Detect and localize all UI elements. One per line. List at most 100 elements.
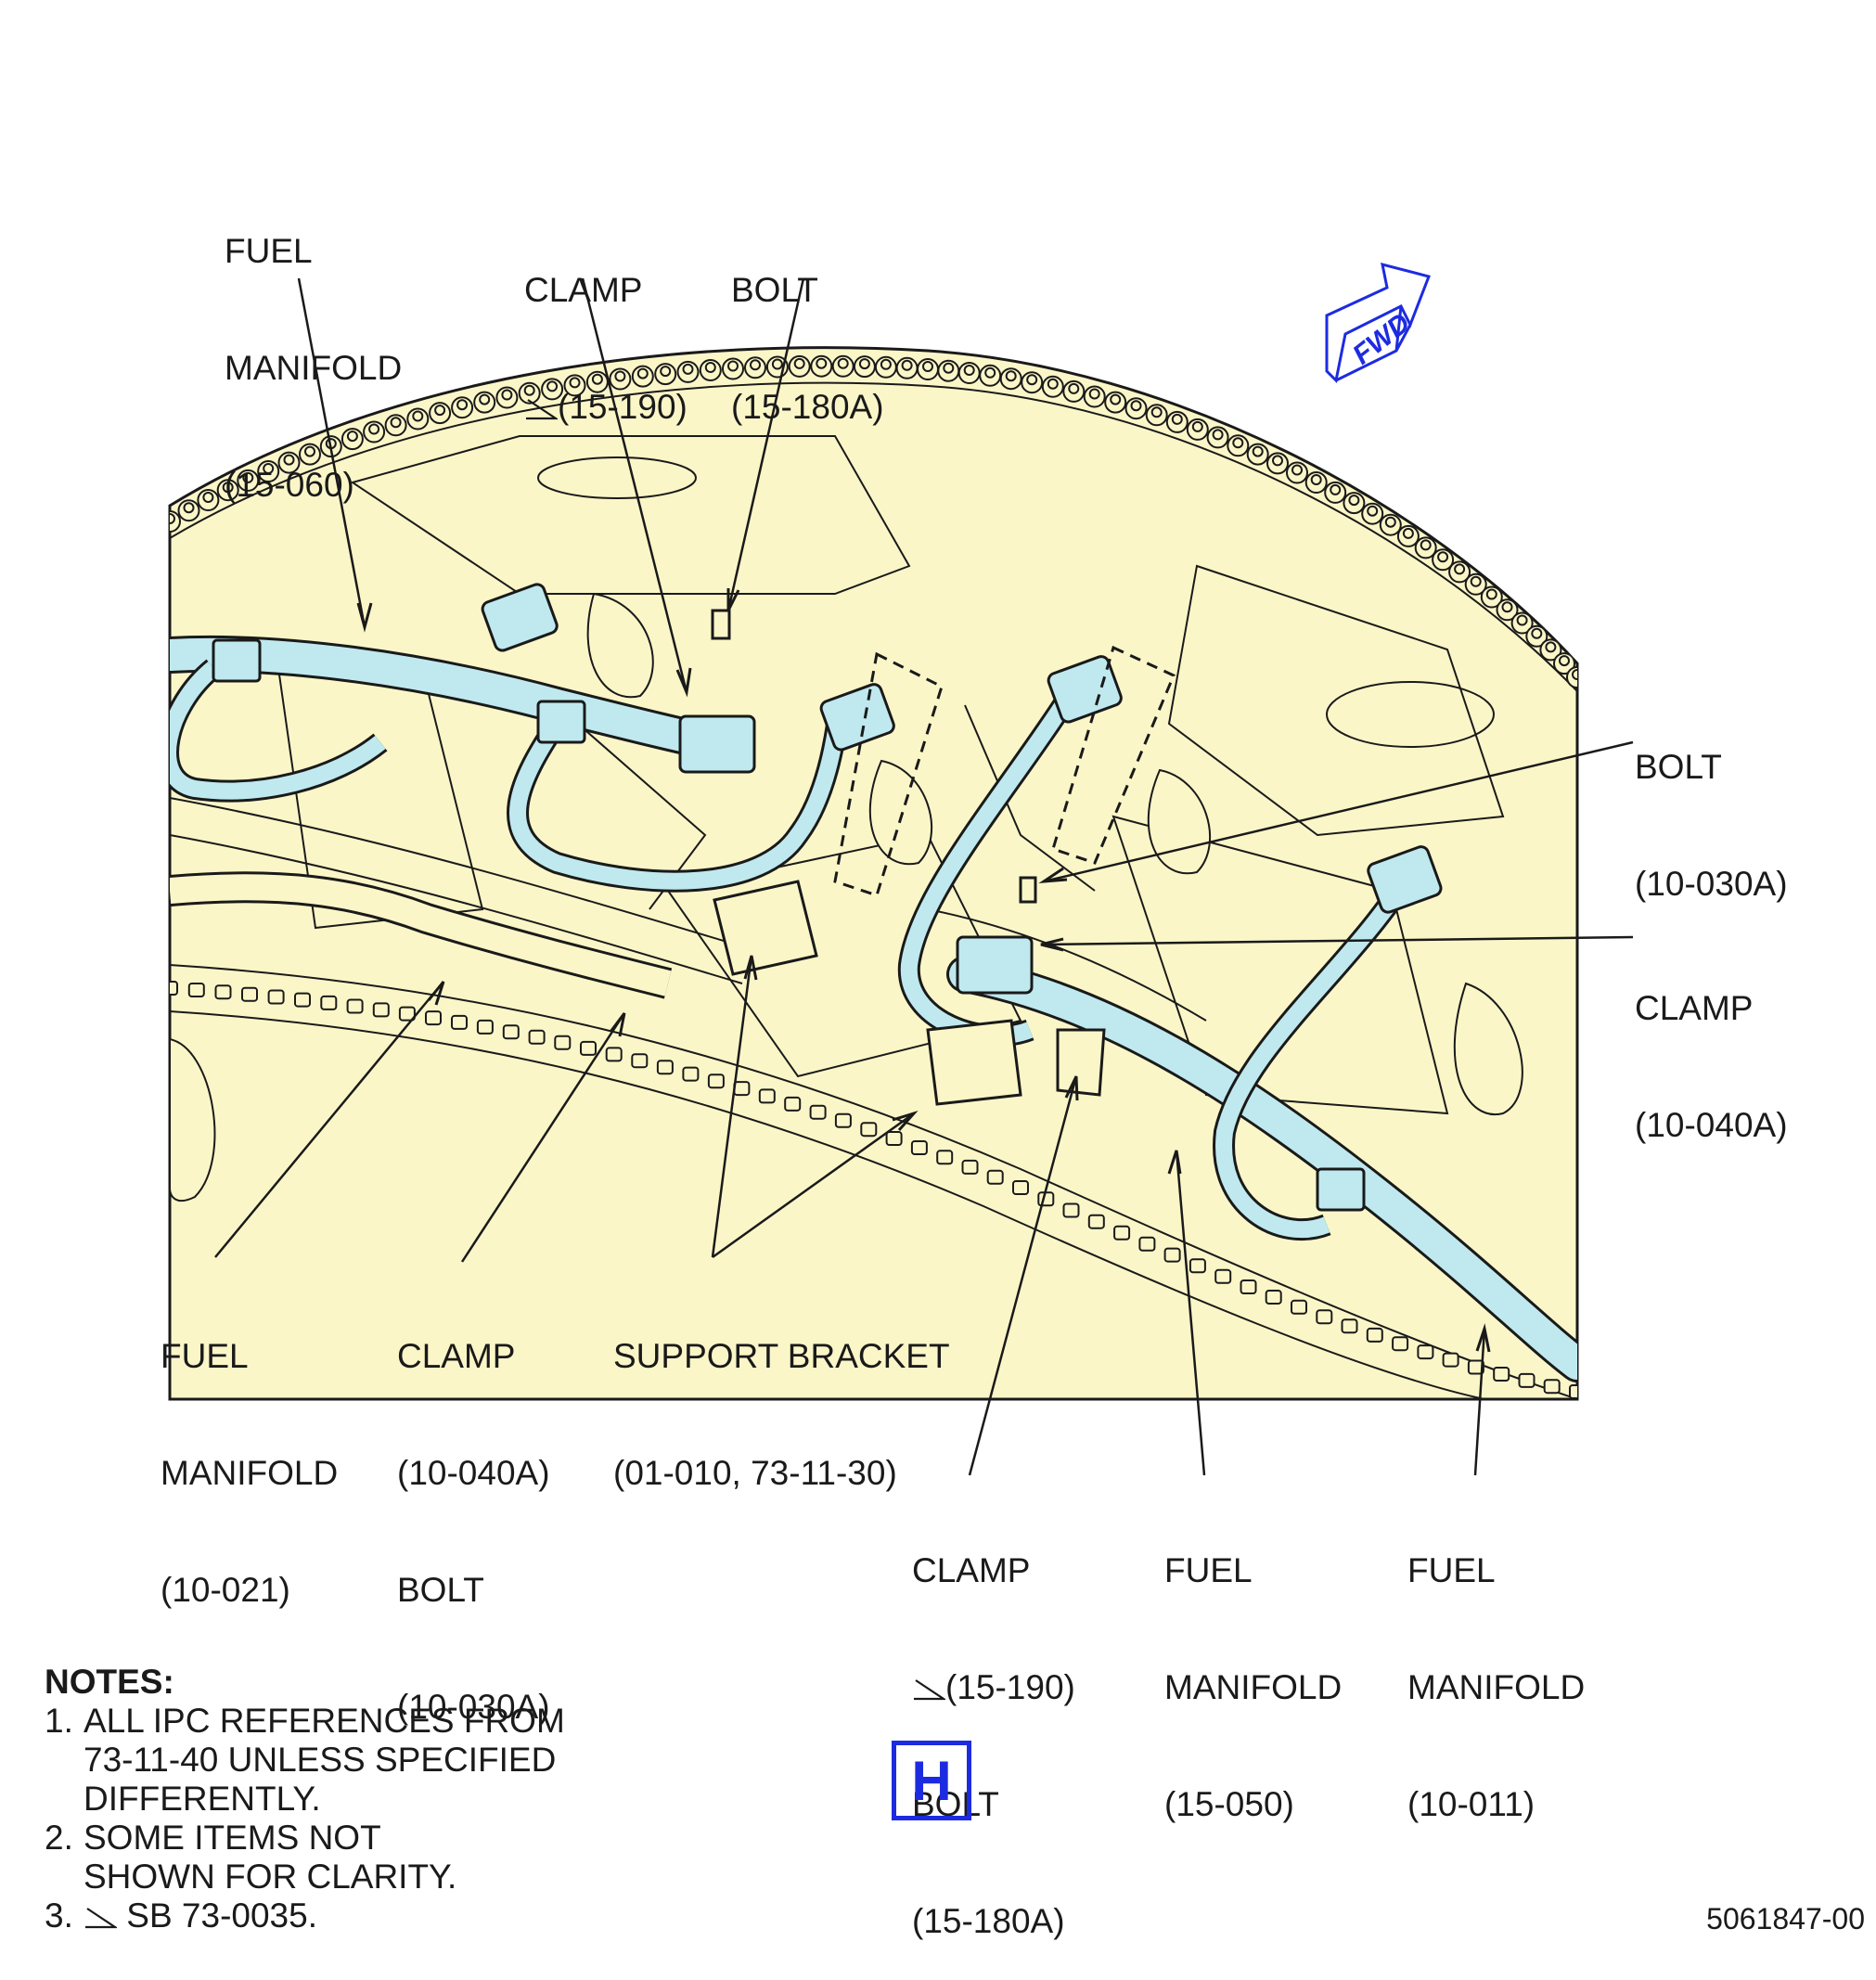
flange-slot: [1037, 1191, 1055, 1207]
callout-text: MANIFOLD: [1164, 1668, 1343, 1706]
flange-slot: [1189, 1258, 1206, 1274]
flange-slot: [1442, 1352, 1459, 1368]
flange-slot: [346, 998, 364, 1014]
note-text: SOME ITEMS NOT: [84, 1819, 381, 1857]
flange-bolt-hole: [263, 463, 275, 474]
callout-text: CLAMP: [397, 1337, 516, 1375]
note-text: ALL IPC REFERENCES FROM: [84, 1702, 565, 1740]
fwd-direction-arrow: FWD: [1325, 262, 1432, 384]
flange-bolt-hole: [412, 410, 424, 422]
flange-bolt-hole: [1437, 551, 1449, 563]
flange-bolt-hole: [984, 366, 996, 379]
flange-bolt-hole: [1501, 601, 1513, 613]
flange-bolt-hole: [501, 389, 513, 401]
flange-bolt-hole: [304, 445, 315, 457]
flange-slot: [1366, 1327, 1383, 1343]
flange-slot: [1113, 1225, 1131, 1241]
callout-text: (15-180A): [731, 388, 884, 426]
flange-bolt-hole: [636, 367, 649, 379]
flange-bolt-hole: [1047, 378, 1059, 390]
flange-slot: [784, 1096, 802, 1112]
flange-slot: [860, 1122, 878, 1138]
flange-slot: [1291, 1299, 1307, 1315]
flange-slot: [1569, 1384, 1577, 1399]
flange-slot: [1240, 1279, 1257, 1294]
callout-text: BOLT: [731, 271, 818, 309]
flange-slot: [1341, 1318, 1358, 1334]
flange-bolt-hole: [242, 471, 254, 483]
flange-bolt-hole: [901, 359, 913, 371]
flange-bolt-hole: [1454, 563, 1466, 575]
flange-slot: [910, 1140, 928, 1155]
flange-slot: [1493, 1367, 1510, 1382]
flange-bolt-hole: [858, 358, 870, 370]
flange-bolt-hole: [1330, 483, 1342, 495]
flange-bolt-hole: [922, 361, 933, 372]
flange-slot: [961, 1159, 979, 1175]
flange-bolt-hole: [390, 417, 402, 429]
flange-bolt-hole: [1088, 388, 1100, 400]
callout-text: (10-030A): [397, 1688, 550, 1726]
callout-fuel-manifold-15-060: FUEL MANIFOLD (15-060): [225, 154, 402, 544]
flange-slot: [682, 1066, 700, 1082]
flange-bolt-hole: [1420, 539, 1432, 551]
flange-slot: [170, 981, 178, 996]
sheet-view-letter: H: [892, 1741, 971, 1820]
fuel-manifold-tubes: [170, 583, 1577, 1382]
flange-slot: [1087, 1214, 1105, 1229]
callout-fuel-manifold-10-021: FUEL MANIFOLD (10-021): [161, 1259, 338, 1649]
flange-bolt-hole: [222, 482, 234, 494]
flange-bolt-hole: [880, 358, 892, 370]
flange-slot: [528, 1029, 546, 1045]
callout-text: (15-190): [945, 1668, 1075, 1706]
callout-text: (01-010, 73-11-30): [613, 1454, 897, 1492]
flange-bolt-hole: [682, 363, 694, 375]
flange-slot: [425, 1010, 442, 1026]
flange-bolt-hole: [963, 365, 975, 376]
callout-clamp-bolt-bottom: CLAMP (15-190) BOLT (15-180A): [912, 1473, 1075, 1980]
callout-text: BOLT: [397, 1571, 484, 1609]
callout-text: FUEL: [1407, 1551, 1496, 1589]
callout-text: CLAMP: [1635, 989, 1754, 1027]
flange-bolt-hole: [1191, 420, 1203, 432]
flange-slot: [1012, 1180, 1029, 1195]
callout-clamp-10-040a-right: CLAMP (10-040A): [1635, 911, 1788, 1184]
flange-bolt-hole: [704, 362, 716, 373]
flange-slot: [1467, 1359, 1484, 1375]
flange-slot: [214, 984, 232, 1000]
flange-slot: [656, 1060, 674, 1075]
callout-bolt-10-030a-right: BOLT (10-030A): [1635, 670, 1788, 943]
flange-bolt-head: [1566, 666, 1577, 688]
flange-slot: [372, 1002, 390, 1018]
flange-slot: [554, 1035, 572, 1050]
flange-slot: [809, 1104, 827, 1120]
flange-bolt-hole: [1171, 413, 1183, 425]
flange-bolt-hole: [1291, 464, 1303, 476]
flange-slot: [476, 1019, 494, 1035]
flange-slot: [885, 1131, 903, 1146]
flange-bolt-hole: [546, 380, 559, 392]
flange-bolt-head: [170, 510, 181, 533]
flange-bolt-hole: [1252, 445, 1264, 457]
callout-clamp-15-190-top: CLAMP (15-190): [524, 193, 687, 466]
flange-slot: [1392, 1336, 1409, 1352]
callout-text: CLAMP: [912, 1551, 1031, 1589]
flange-bolt-hole: [283, 454, 295, 466]
flange-bolt-hole: [660, 366, 672, 378]
sb-note-triangle-icon: [526, 399, 558, 420]
flange-slot: [1214, 1268, 1232, 1284]
flange-bolt-hole: [1402, 527, 1414, 539]
callout-text: MANIFOLD: [225, 349, 403, 387]
flange-bolt-hole: [837, 357, 849, 369]
flange-bolt-hole: [591, 373, 603, 385]
flange-slot: [605, 1047, 623, 1062]
flange-slot: [294, 992, 311, 1008]
callout-text: (10-011): [1407, 1785, 1535, 1823]
flange-bolt-hole: [1110, 393, 1122, 405]
callout-fuel-manifold-15-050: FUEL MANIFOLD (15-050): [1164, 1473, 1342, 1863]
flange-slot: [758, 1088, 776, 1104]
flange-bolt-hole: [523, 384, 535, 396]
flange-slot: [267, 989, 285, 1005]
flange-slot: [1138, 1236, 1156, 1252]
flange-bolt-hole: [569, 377, 581, 389]
